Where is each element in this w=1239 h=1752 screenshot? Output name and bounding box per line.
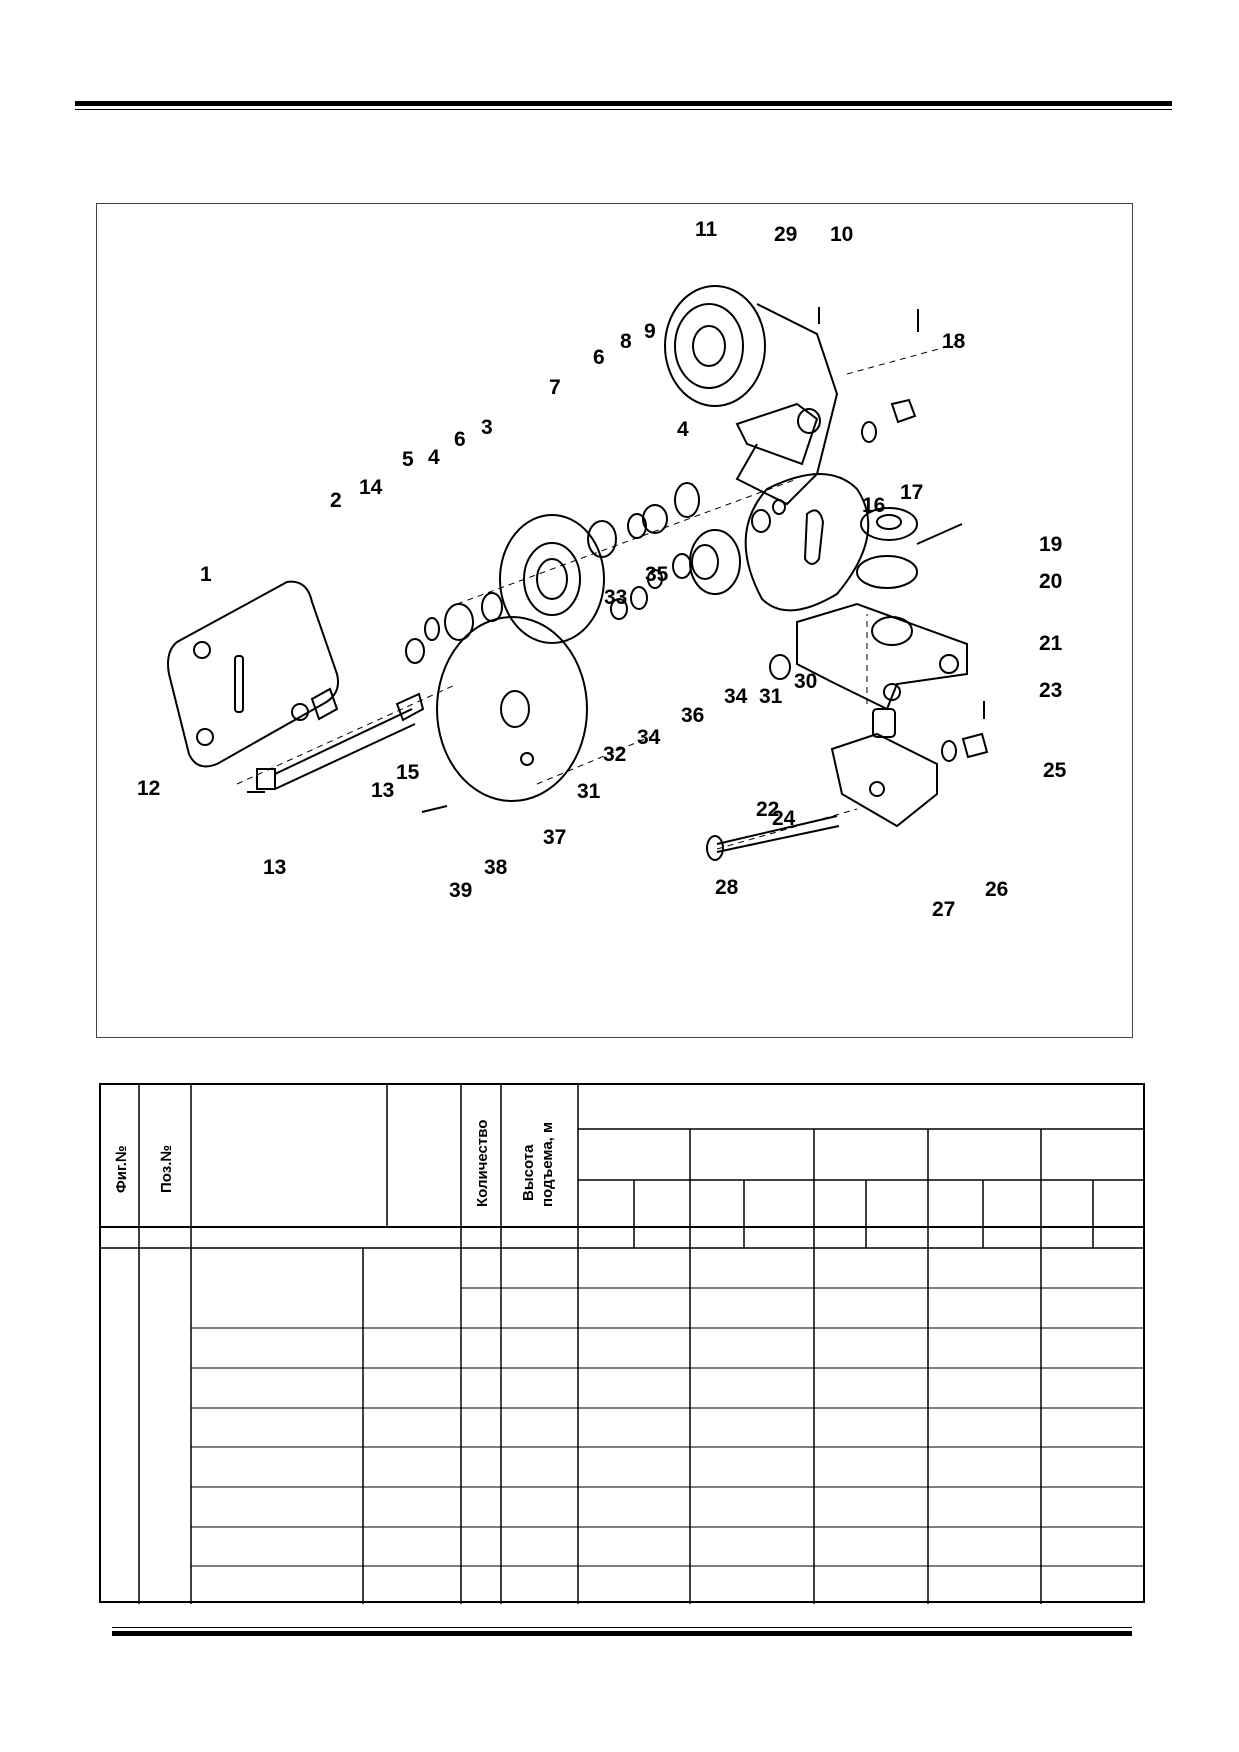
table-grid: Фиг.№ Поз.№ Количество Высота подъема, м [99,1083,1145,1604]
callout: 31 [577,780,601,803]
callout: 6 [593,346,605,369]
callout: 2 [330,489,342,512]
callout: 35 [645,563,669,586]
callout: 19 [1039,533,1062,556]
header-rule-thin [75,109,1172,110]
callout: 7 [549,376,561,399]
callout: 5 [402,448,414,471]
callout: 24 [772,807,796,830]
callout: 10 [830,223,853,246]
callout: 28 [715,876,739,899]
callout: 13 [263,856,286,879]
column-header-quantity: Количество [474,1120,491,1207]
callout: 13 [371,779,394,802]
callout: 39 [449,879,472,902]
callout: 17 [900,481,923,504]
column-header-lift-height-line1: Высота [520,1144,537,1201]
callout: 15 [396,761,420,784]
parts-table: Фиг.№ Поз.№ Количество Высота подъема, м [99,1083,1145,1604]
callout: 26 [985,878,1008,901]
callout: 20 [1039,570,1062,593]
column-header-pos-no: Поз.№ [158,1145,175,1193]
callout: 4 [677,418,689,441]
column-header-lift-height-line2: подъема, м [539,1122,556,1207]
callout: 30 [794,670,817,693]
callout: 23 [1039,679,1062,702]
footer-rule [112,1631,1132,1636]
callout: 16 [862,494,885,517]
callout: 18 [942,330,966,353]
callout: 9 [644,320,656,343]
callout: 11 [695,218,718,241]
callout: 37 [543,826,566,849]
callout: 34 [724,685,748,708]
callout: 29 [774,223,797,246]
callout: 22 [756,798,779,821]
callout: 34 [637,726,661,749]
header-rule [75,101,1172,106]
column-header-fig-no: Фиг.№ [113,1145,130,1193]
callout: 27 [932,898,955,921]
callout: 6 [454,428,466,451]
callout: 33 [604,586,627,609]
exploded-parts-diagram: 11 29 10 18 8 9 6 7 3 4 4 5 6 14 2 16 17… [96,203,1133,1038]
callout: 21 [1039,632,1063,655]
callout: 25 [1043,759,1067,782]
callout: 4 [428,446,440,469]
callout: 31 [759,685,783,708]
callout: 3 [481,416,493,439]
callout: 36 [681,704,704,727]
callout: 32 [603,743,626,766]
callout: 38 [484,856,508,879]
callout: 8 [620,330,632,353]
callout: 14 [359,476,383,499]
callout: 1 [200,563,212,586]
callout: 12 [137,777,160,800]
diagram-drawing: 11 29 10 18 8 9 6 7 3 4 4 5 6 14 2 16 17… [137,218,1067,921]
footer-rule-thin [112,1627,1132,1628]
